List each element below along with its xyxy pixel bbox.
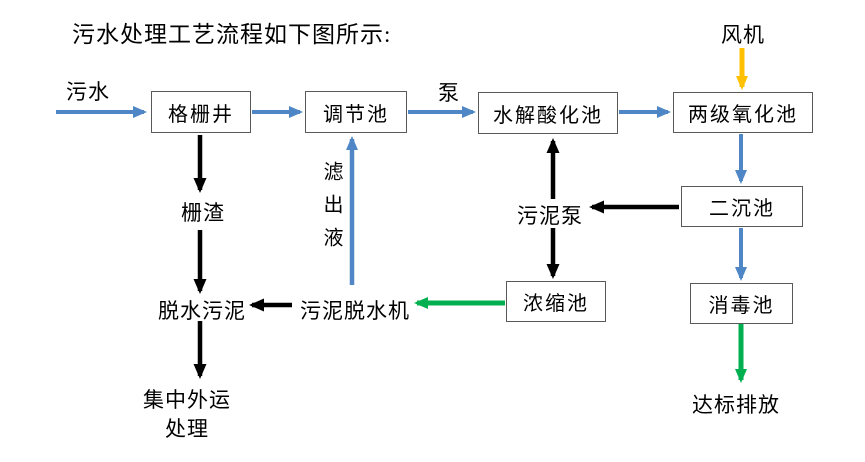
node-disinfection-tank-label: 消毒池 xyxy=(708,295,775,317)
label-pump: 泵 xyxy=(438,81,460,105)
label-sludge-pump: 污泥泵 xyxy=(517,204,583,228)
node-oxidation-tank-label: 两级氧化池 xyxy=(688,104,798,126)
label-disposal: 集中外运 处理 xyxy=(138,386,236,444)
node-grid-well-label: 格栅井 xyxy=(168,103,234,126)
node-disinfection-tank: 消毒池 xyxy=(690,283,793,324)
page-title: 污水处理工艺流程如下图所示: xyxy=(72,22,392,47)
node-hydrolysis-tank-label: 水解酸化池 xyxy=(493,104,603,127)
node-thickening-tank: 浓缩池 xyxy=(506,281,606,322)
label-dewatered-sludge: 脱水污泥 xyxy=(158,299,246,323)
label-sludge-dewatering-machine: 污泥脱水机 xyxy=(300,299,410,323)
label-discharge: 达标排放 xyxy=(692,393,780,417)
label-fan: 风机 xyxy=(721,23,765,47)
node-hydrolysis-tank: 水解酸化池 xyxy=(478,92,618,134)
label-grid-residue: 栅渣 xyxy=(181,201,225,225)
node-regulating-tank-label: 调节池 xyxy=(323,103,389,126)
label-disposal-line1: 集中外运 xyxy=(143,388,231,412)
node-secondary-tank-label: 二沉池 xyxy=(709,198,775,220)
node-thickening-tank-label: 浓缩池 xyxy=(523,293,589,315)
node-regulating-tank: 调节池 xyxy=(305,91,407,133)
node-oxidation-tank: 两级氧化池 xyxy=(673,92,813,133)
node-secondary-tank: 二沉池 xyxy=(681,186,803,227)
node-grid-well: 格栅井 xyxy=(151,91,251,133)
label-sewage: 污水 xyxy=(66,80,110,104)
label-disposal-line2: 处理 xyxy=(165,417,209,441)
label-filtrate: 滤出液 xyxy=(320,161,342,260)
